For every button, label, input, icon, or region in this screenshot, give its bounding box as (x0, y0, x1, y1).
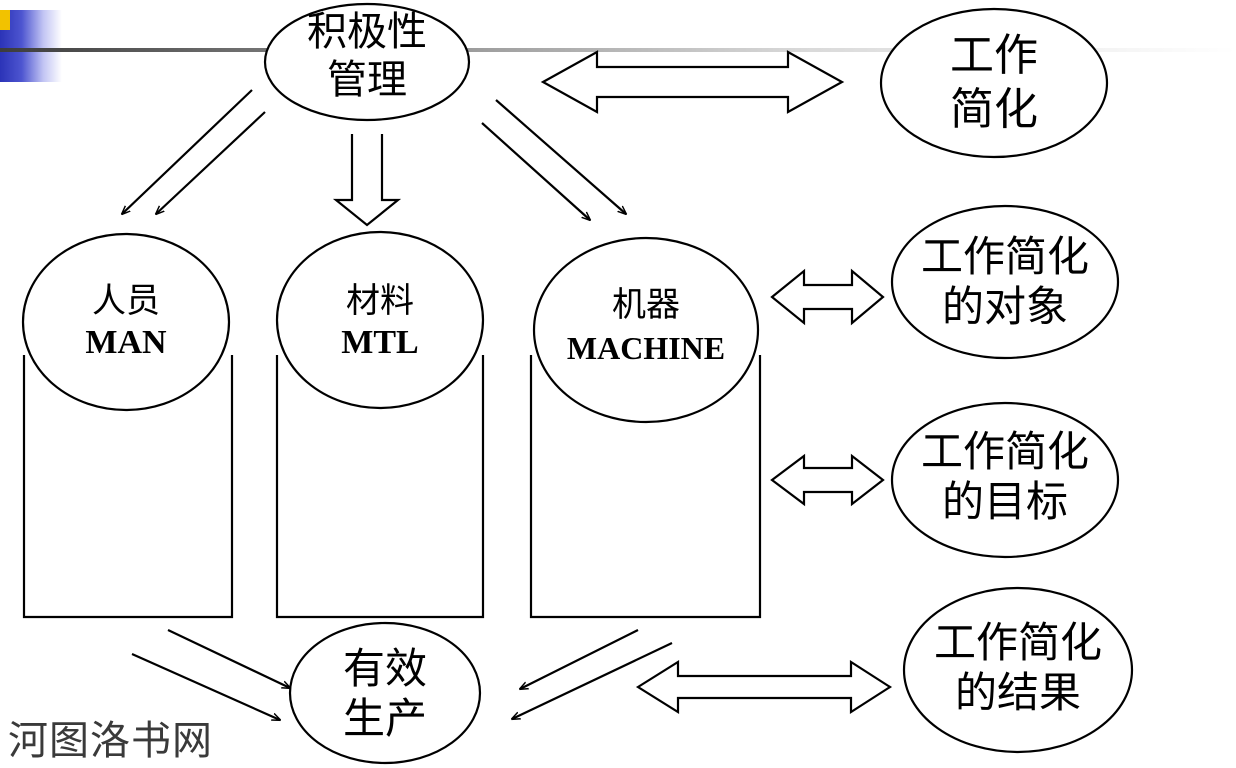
label-ws-objects-line2: 的对象 (941, 282, 1068, 331)
label-materials-line2: MTL (341, 324, 419, 361)
column-materials (275, 355, 485, 619)
arrow-mgmt-machines-1 (495, 99, 626, 214)
slide-accent-line (0, 48, 1236, 52)
slide-accent-gold (0, 10, 10, 30)
label-ws-goals: 工作简化 的目标 (895, 431, 1115, 523)
column-people (22, 355, 234, 619)
label-proactive-mgmt: 积极性 管理 (267, 12, 467, 100)
down-arrow-mgmt-materials (332, 134, 402, 227)
label-people: 人员 MAN (26, 284, 226, 360)
label-work-simplification-line2: 简化 (950, 84, 1038, 135)
arrow-machines-production-1 (520, 629, 639, 689)
label-work-simplification-line1: 工作 (950, 30, 1038, 81)
label-people-line1: 人员 (92, 281, 160, 321)
label-ws-objects: 工作简化 的对象 (895, 236, 1115, 328)
label-materials-line1: 材料 (346, 281, 414, 321)
double-arrow-production-results (635, 659, 893, 715)
node-effective-production (288, 621, 482, 765)
arrow-mgmt-people-1 (122, 89, 253, 214)
label-machines-line2: MACHINE (566, 330, 726, 366)
label-effective-production-line2: 生产 (342, 694, 427, 743)
label-ws-results-line1: 工作简化 (933, 618, 1102, 667)
label-proactive-mgmt-line1: 积极性 (307, 9, 427, 55)
label-effective-production: 有效 生产 (290, 648, 480, 740)
arrow-people-production-2 (131, 652, 280, 720)
node-proactive-mgmt (263, 2, 471, 122)
label-people-line2: MAN (85, 324, 167, 361)
double-arrow-mgmt-ws (540, 50, 845, 114)
label-ws-objects-line1: 工作简化 (920, 232, 1089, 281)
arrow-mgmt-machines-2 (481, 122, 590, 220)
node-ws-results (902, 586, 1134, 754)
arrow-people-production-1 (167, 629, 290, 688)
label-machines-line1: 机器 (612, 285, 680, 325)
node-ws-goals (890, 401, 1120, 559)
label-ws-results-line2: 的结果 (954, 668, 1081, 717)
node-work-simplification (879, 7, 1109, 159)
arrow-mgmt-people-2 (156, 111, 266, 214)
column-machines (529, 355, 762, 619)
label-machines: 机器 MACHINE (536, 288, 756, 364)
node-ws-objects (890, 204, 1120, 360)
double-arrow-machines-goals (770, 453, 885, 507)
node-people (21, 232, 231, 412)
node-materials (275, 230, 485, 410)
label-effective-production-line1: 有效 (342, 644, 427, 693)
node-machines (532, 236, 760, 424)
label-work-simplification: 工作 简化 (894, 34, 1094, 132)
label-materials: 材料 MTL (280, 284, 480, 360)
watermark-text: 河图洛书网 (8, 718, 213, 764)
label-ws-goals-line2: 的目标 (941, 477, 1068, 526)
arrow-machines-production-2 (512, 642, 673, 719)
slide-accent-bar (0, 10, 62, 82)
label-ws-results: 工作简化 的结果 (908, 622, 1128, 714)
double-arrow-machines-objects (770, 268, 885, 326)
label-ws-goals-line1: 工作简化 (920, 427, 1089, 476)
label-proactive-mgmt-line2: 管理 (327, 57, 407, 103)
